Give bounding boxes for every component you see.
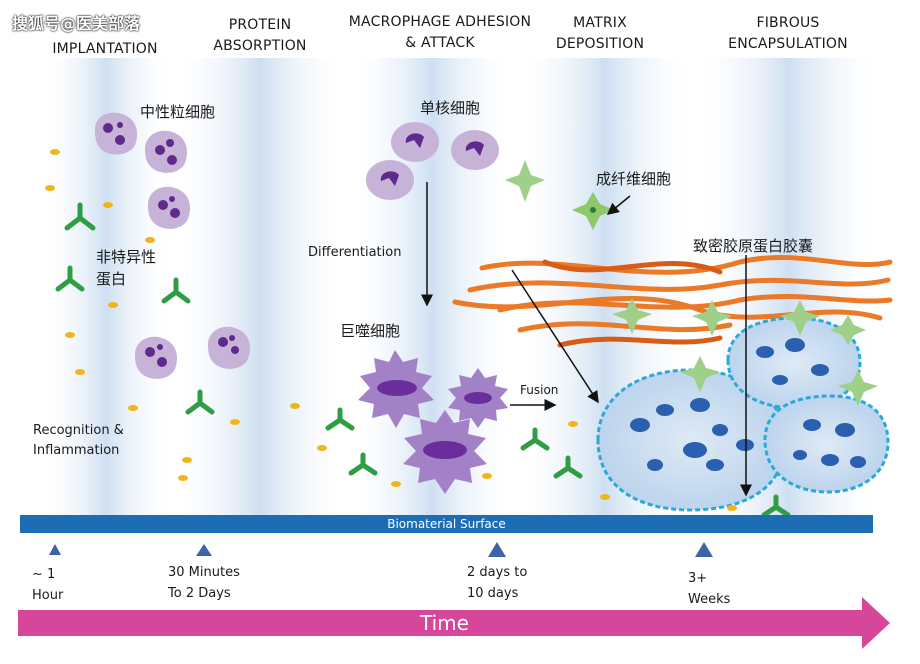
fibroblast-cell [692, 300, 732, 336]
neutrophil-cell [135, 336, 178, 379]
label-fusion: Fusion [520, 383, 559, 397]
neutrophil-cell [208, 326, 251, 369]
label-dense-collagen-capsule: 致密胶原蛋白胶囊 [693, 237, 814, 255]
stage-title-fibrous-encapsulation: FIBROUS ENCAPSULATION [728, 15, 848, 52]
label-fibroblast: 成纤维细胞 [596, 170, 672, 188]
macrophage-cell [358, 350, 434, 428]
macrophage-cell [448, 368, 508, 428]
label-macrophage: 巨噬细胞 [340, 322, 401, 340]
monocytes [366, 122, 499, 200]
stage-title-implantation: IMPLANTATION [52, 41, 158, 57]
monocyte-cell [451, 130, 499, 170]
label-neutrophil: 中性粒细胞 [140, 103, 216, 121]
time-label: Time [420, 611, 469, 635]
fibroblast-cell [838, 370, 878, 406]
stage-title-protein-absorption: PROTEIN ABSORPTION [213, 17, 307, 54]
label-nonspecific-protein: 非特异性 蛋白 [96, 248, 157, 288]
timeline-label-minutes: 30 Minutes To 2 Days [168, 565, 240, 601]
capsule-right [763, 394, 890, 494]
arrows [421, 182, 752, 497]
antibody [348, 452, 378, 476]
watermark: 搜狐号@医美部落 [12, 14, 141, 33]
fibroblast-cell [830, 315, 866, 345]
neutrophils [95, 112, 251, 379]
timeline-markers [49, 542, 713, 557]
stage-title-macrophage-adhesion: MACROPHAGE ADHESION & ATTACK [348, 14, 532, 51]
macrophages [358, 350, 508, 494]
fibroblast-pointer [606, 195, 631, 215]
monocyte-cell [366, 160, 414, 200]
tick-marker [695, 542, 713, 557]
antibody [161, 277, 191, 304]
neutrophil-cell [145, 130, 188, 173]
timeline-label-weeks: 3+ Weeks [688, 571, 731, 607]
tick-marker [488, 542, 506, 557]
tick-marker [196, 544, 212, 556]
proteins [45, 149, 737, 511]
antibody [55, 265, 85, 292]
monocyte-cell [391, 122, 439, 162]
biomaterial-surface-bar [20, 515, 873, 533]
fibroblast-cell [612, 298, 652, 334]
fibrous-capsules [596, 316, 890, 512]
antibody [64, 202, 96, 231]
capsule-upper [726, 316, 862, 410]
antibody [553, 455, 583, 479]
macrophage-cell [403, 410, 487, 494]
collagen-fibers [452, 254, 893, 348]
antibody [185, 389, 215, 415]
timeline-label-days: 2 days to 10 days [467, 565, 528, 601]
collagen-arrow [511, 269, 599, 404]
neutrophil-cell [95, 112, 138, 155]
fibroblast-cell [780, 300, 820, 336]
label-differentiation: Differentiation [308, 245, 402, 260]
timeline-label-hour: ~ 1 Hour [32, 567, 64, 603]
label-biomaterial-surface: Biomaterial Surface [387, 517, 506, 531]
antibody [761, 494, 791, 518]
stage-title-matrix-deposition: MATRIX DEPOSITION [555, 15, 645, 52]
antibody [520, 427, 550, 451]
time-arrow [18, 597, 890, 649]
capsule-large [596, 368, 787, 512]
panel-protein-absorption [172, 58, 348, 518]
label-monocyte: 单核细胞 [420, 99, 481, 117]
antibodies [55, 202, 791, 518]
antibody [325, 407, 355, 431]
fibroblast-cell [505, 160, 545, 202]
fibroblast-cell [680, 356, 720, 392]
label-recognition: Recognition & Inflammation [33, 423, 124, 458]
tick-marker [49, 544, 61, 555]
fibroblasts [505, 160, 878, 406]
neutrophil-cell [148, 186, 191, 229]
